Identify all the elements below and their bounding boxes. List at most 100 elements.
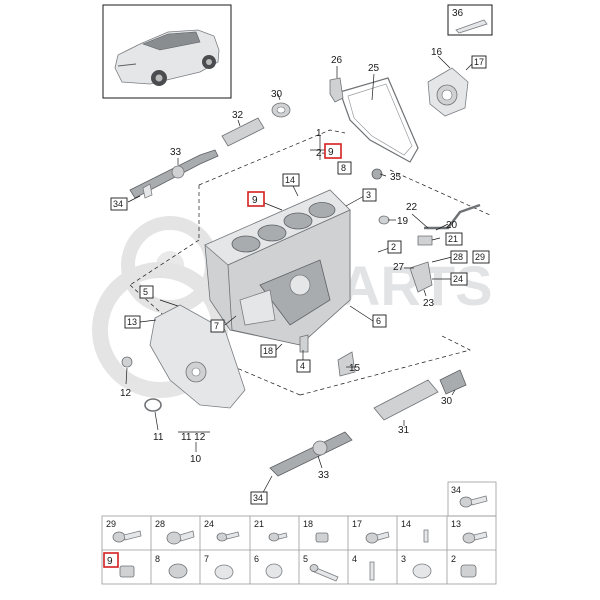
grid-cell-3[interactable]: 3 <box>401 554 432 579</box>
callout-box-17[interactable]: 17 <box>471 55 487 69</box>
svg-text:17: 17 <box>352 519 362 529</box>
cap-icon <box>412 563 432 579</box>
svg-text:18: 18 <box>303 519 313 529</box>
svg-text:24: 24 <box>453 274 463 284</box>
part-36-box[interactable]: 36 <box>447 4 493 36</box>
svg-text:9: 9 <box>328 147 334 158</box>
callout-box-2[interactable]: 2 <box>387 240 402 254</box>
callout-30b: 30 <box>441 396 453 407</box>
grid-cell-2[interactable]: 2 <box>451 554 477 578</box>
svg-text:34: 34 <box>113 199 123 209</box>
balance-shaft-lower[interactable] <box>269 369 467 477</box>
bolt-icon <box>459 495 488 508</box>
grid-cell-9[interactable]: 9 <box>103 552 135 578</box>
engine-block[interactable] <box>204 189 351 346</box>
callout-box-28[interactable]: 28 <box>450 250 468 264</box>
bearing-30-upper[interactable] <box>271 102 291 118</box>
suv-image <box>114 29 220 86</box>
callout-box-9-block[interactable]: 9 <box>247 191 265 207</box>
svg-text:13: 13 <box>127 317 137 327</box>
seal-carrier[interactable] <box>427 67 469 117</box>
callout-25: 25 <box>368 63 380 74</box>
svg-text:14: 14 <box>285 175 295 185</box>
callout-box-8[interactable]: 8 <box>337 161 352 175</box>
callout-box-18[interactable]: 18 <box>260 344 277 358</box>
callout-box-34-lower[interactable]: 34 <box>250 491 268 505</box>
callout-31: 31 <box>398 425 410 436</box>
callout-30: 30 <box>271 89 283 100</box>
watermark: ARTS <box>92 216 492 398</box>
svg-text:7: 7 <box>204 554 209 564</box>
vehicle-thumbnail[interactable] <box>102 4 232 99</box>
callout-20: 20 <box>446 220 458 231</box>
grid-cell-14[interactable]: 14 <box>401 519 429 543</box>
grid-cell-8[interactable]: 8 <box>155 554 188 579</box>
callout-box-5[interactable]: 5 <box>139 285 154 299</box>
grid-cell-5[interactable]: 5 <box>303 554 339 582</box>
callout-box-29[interactable]: 29 <box>472 250 490 264</box>
balance-shaft-upper[interactable] <box>129 117 265 199</box>
svg-text:5: 5 <box>143 287 148 297</box>
svg-text:17: 17 <box>474 57 484 67</box>
cap-icon <box>168 563 188 579</box>
svg-text:34: 34 <box>451 485 461 495</box>
callout-26: 26 <box>331 55 343 66</box>
pin-icon <box>369 561 375 581</box>
callout-27: 27 <box>393 262 405 273</box>
callout-box-24[interactable]: 24 <box>450 272 468 286</box>
svg-text:29: 29 <box>475 252 485 262</box>
callout-box-4[interactable]: 4 <box>296 359 311 373</box>
svg-text:4: 4 <box>300 361 305 371</box>
callout-box-14[interactable]: 14 <box>282 173 300 187</box>
grid-cell-13[interactable]: 13 <box>451 519 488 544</box>
svg-text:4: 4 <box>352 554 357 564</box>
rear-gasket[interactable] <box>339 77 419 163</box>
callout-box-9-top[interactable]: 9 <box>324 143 342 159</box>
bracket-26[interactable] <box>329 77 344 103</box>
svg-text:14: 14 <box>401 519 411 529</box>
callout-23: 23 <box>423 298 435 309</box>
callout-box-34-upper[interactable]: 34 <box>110 197 128 211</box>
callout-19: 19 <box>397 216 409 227</box>
cap-icon <box>214 564 234 580</box>
callout-36: 36 <box>452 8 464 19</box>
callout-15: 15 <box>349 363 361 374</box>
stud-icon <box>216 531 240 542</box>
svg-text:21: 21 <box>448 234 458 244</box>
callout-box-7[interactable]: 7 <box>210 319 225 333</box>
grid-cell-24[interactable]: 24 <box>204 519 240 542</box>
grid-cell-7[interactable]: 7 <box>204 554 234 580</box>
grid-cell-28[interactable]: 28 <box>155 519 195 545</box>
grid-cell-21[interactable]: 21 <box>254 519 288 542</box>
callout-33: 33 <box>170 147 182 158</box>
grid-cell-4[interactable]: 4 <box>352 554 375 581</box>
svg-text:2: 2 <box>451 554 456 564</box>
plug-icon <box>460 564 477 578</box>
callout-11-12: 11 12 <box>181 432 206 443</box>
callout-numbers: 1 2-9 26 25 16 30 32 33 35 19 22 20 27 2… <box>120 47 458 481</box>
callout-1: 1 <box>316 128 322 139</box>
callout-box-13[interactable]: 13 <box>124 315 141 329</box>
svg-text:21: 21 <box>254 519 264 529</box>
callout-box-6[interactable]: 6 <box>372 314 387 328</box>
grid-cell-34[interactable]: 34 <box>451 485 488 508</box>
pin-icon <box>423 529 429 543</box>
grid-cell-6[interactable]: 6 <box>254 554 283 579</box>
svg-text:7: 7 <box>214 321 219 331</box>
grid-cell-29[interactable]: 29 <box>106 519 142 543</box>
callout-box-21[interactable]: 21 <box>445 232 463 246</box>
small-parts <box>121 168 481 412</box>
bolt-icon <box>112 530 142 543</box>
bolt-icon <box>365 531 390 544</box>
svg-text:8: 8 <box>155 554 160 564</box>
svg-text:18: 18 <box>263 346 273 356</box>
grid-cell-18[interactable]: 18 <box>303 519 329 543</box>
callout-box-3[interactable]: 3 <box>362 188 377 202</box>
grid-cell-17[interactable]: 17 <box>352 519 390 544</box>
svg-text:6: 6 <box>254 554 259 564</box>
svg-text:3: 3 <box>366 190 371 200</box>
svg-text:9: 9 <box>252 195 258 206</box>
leader-lines <box>125 55 473 499</box>
dowel-icon <box>315 532 329 543</box>
callout-22: 22 <box>406 202 418 213</box>
